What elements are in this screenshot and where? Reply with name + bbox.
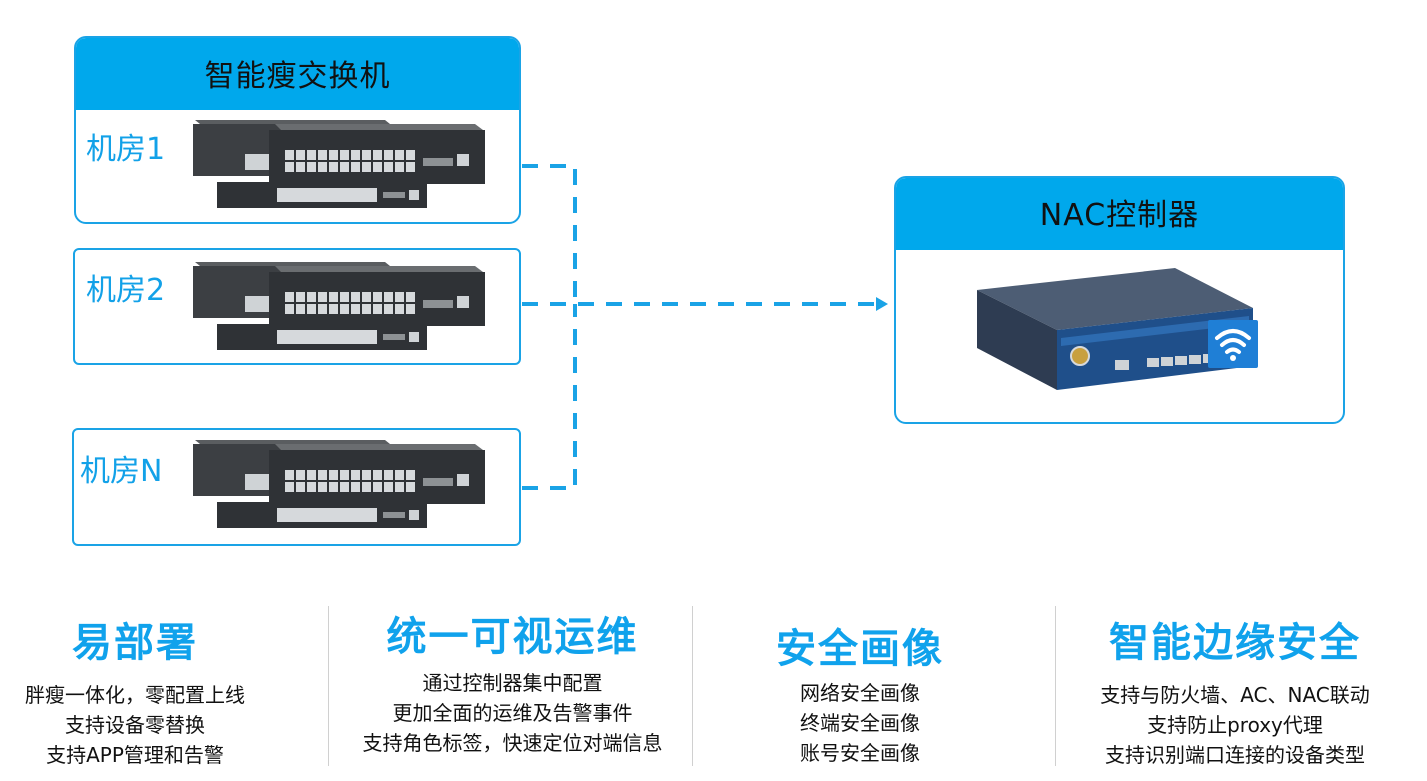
feature-line: 账号安全画像 <box>800 741 920 765</box>
feature-title: 安全画像 <box>776 626 944 672</box>
connector-room-n <box>522 304 577 490</box>
switch-stack-room-2 <box>193 262 485 350</box>
feature-line: 支持设备零替换 <box>65 713 205 737</box>
feature-line: 支持与防火墙、AC、NAC联动 <box>1100 683 1370 707</box>
switch-stack-room-n <box>193 440 485 528</box>
feature-title: 易部署 <box>72 620 198 666</box>
arrow-head-icon <box>876 297 888 311</box>
feature-line: 支持角色标签，快速定位对端信息 <box>362 731 663 755</box>
feature-line: 支持识别端口连接的设备类型 <box>1105 743 1365 767</box>
feature-edge-security: 智能边缘安全 支持与防火墙、AC、NAC联动 支持防止proxy代理 支持识别端… <box>1075 610 1395 770</box>
connector-room-1 <box>522 164 577 304</box>
wifi-icon <box>1208 320 1258 368</box>
connector-lines <box>522 164 888 490</box>
switch-stack-room-1 <box>193 120 485 208</box>
room-label-2: 机房2 <box>86 273 166 308</box>
switch-bottom <box>217 324 427 350</box>
feature-divider <box>328 606 329 766</box>
switch-front <box>269 124 485 184</box>
room-label-1: 机房1 <box>86 132 166 167</box>
feature-unified-ops: 统一可视运维 通过控制器集中配置 更加全面的运维及告警事件 支持角色标签，快速定… <box>335 604 690 758</box>
feature-line: 支持防止proxy代理 <box>1147 713 1323 737</box>
nac-appliance-art <box>977 268 1258 390</box>
feature-title: 统一可视运维 <box>386 614 639 660</box>
feature-line: 通过控制器集中配置 <box>422 671 603 695</box>
feature-line: 更加全面的运维及告警事件 <box>392 701 633 725</box>
feature-line: 支持APP管理和告警 <box>46 743 224 767</box>
room-label-n: 机房N <box>80 454 163 489</box>
feature-easy-deploy: 易部署 胖瘦一体化，零配置上线 支持设备零替换 支持APP管理和告警 <box>0 610 270 770</box>
feature-divider <box>1055 606 1056 766</box>
switch-bottom <box>217 502 427 528</box>
switch-panel-title: 智能瘦交换机 <box>76 38 519 110</box>
feature-title: 智能边缘安全 <box>1109 620 1361 666</box>
switch-bottom <box>217 182 427 208</box>
feature-divider <box>692 606 693 766</box>
feature-line: 胖瘦一体化，零配置上线 <box>25 683 245 707</box>
nac-panel-title: NAC控制器 <box>896 178 1343 250</box>
feature-line: 网络安全画像 <box>800 681 920 705</box>
switch-front <box>269 266 485 326</box>
feature-security-profile: 安全画像 网络安全画像 终端安全画像 账号安全画像 <box>720 616 1000 768</box>
switch-front <box>269 444 485 504</box>
feature-line: 终端安全画像 <box>800 711 920 735</box>
